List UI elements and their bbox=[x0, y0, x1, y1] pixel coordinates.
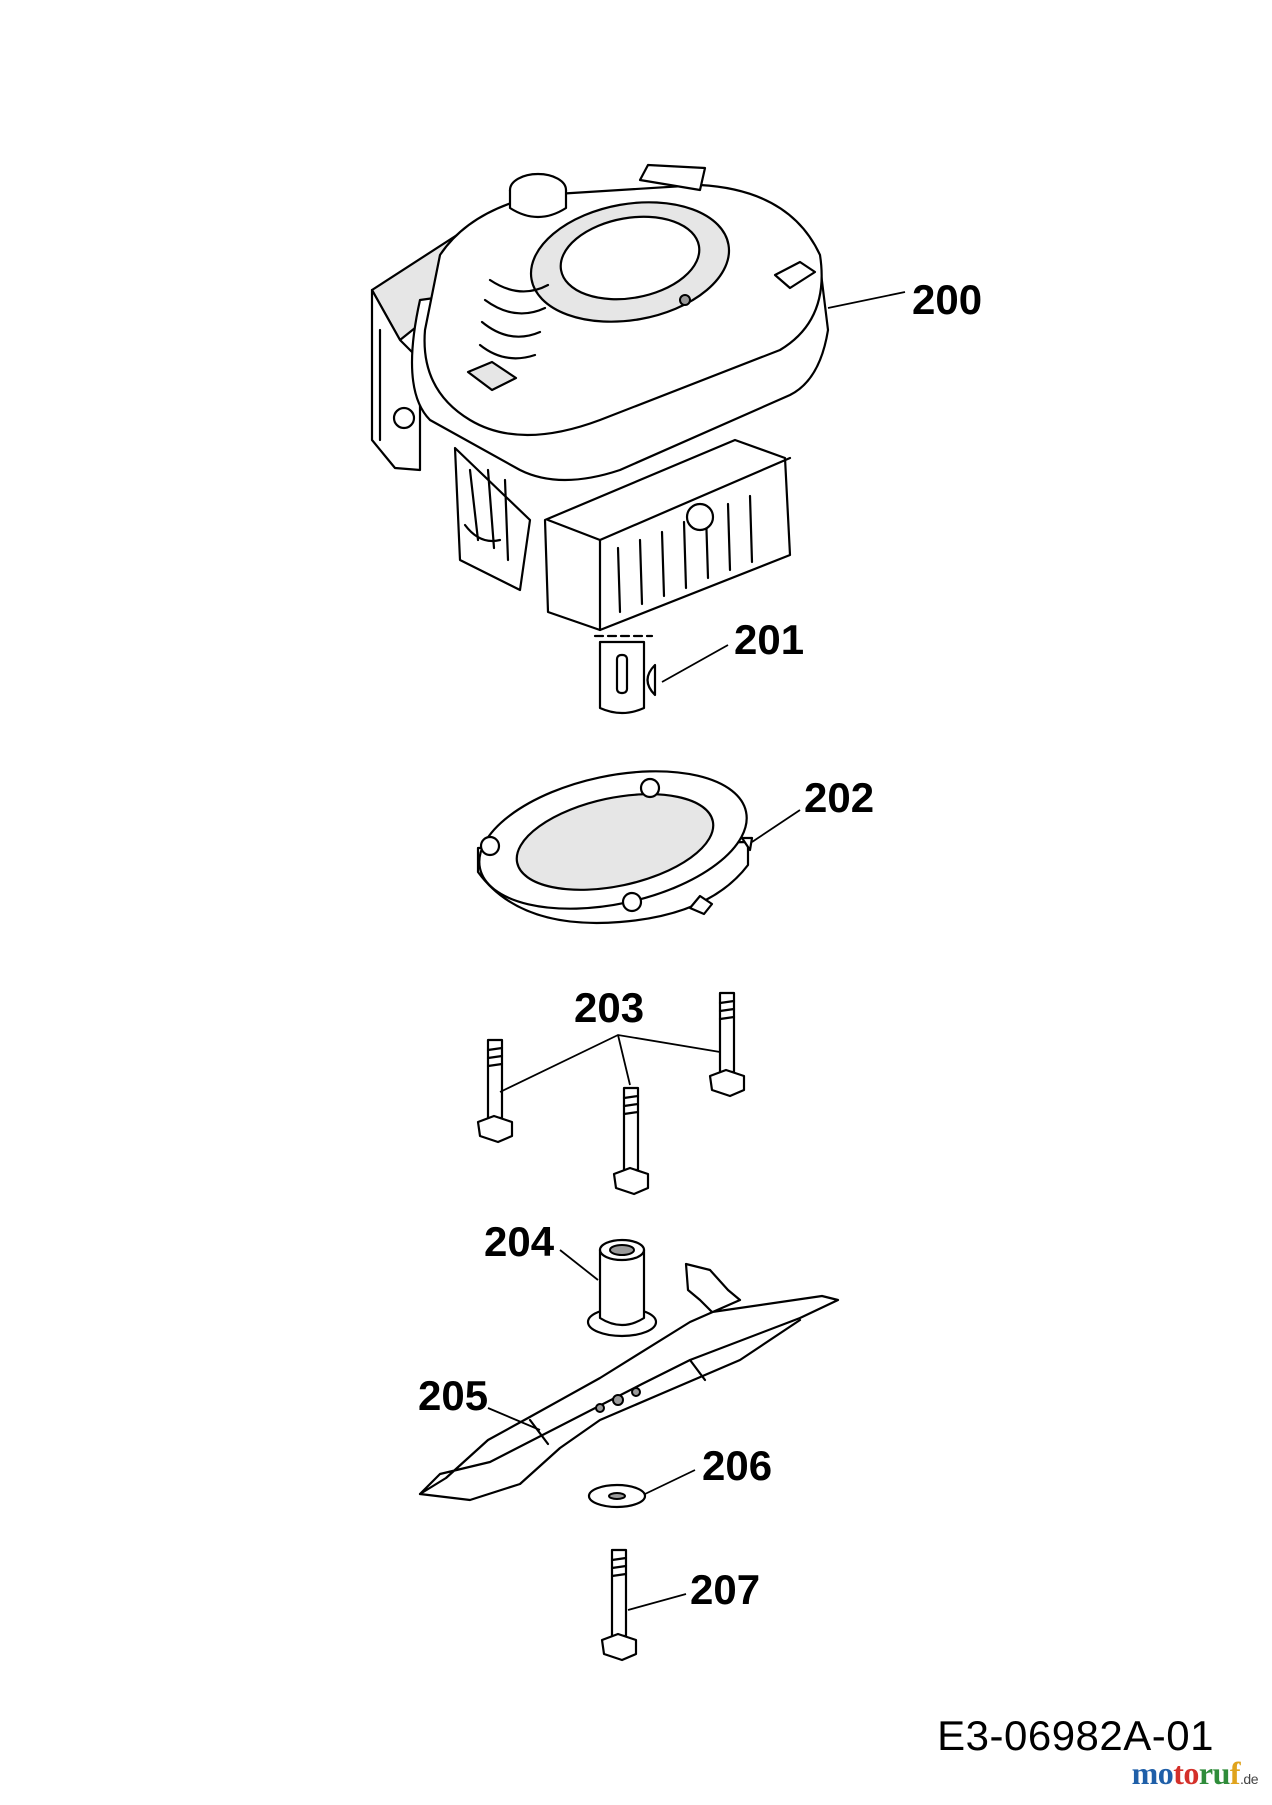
callout-203: 203 bbox=[574, 984, 644, 1031]
logo-part-4: f bbox=[1229, 1755, 1241, 1791]
callout-207: 207 bbox=[690, 1566, 760, 1613]
blade-drawing bbox=[418, 1262, 840, 1502]
callout-201: 201 bbox=[734, 616, 804, 663]
callout-205: 205 bbox=[418, 1372, 488, 1419]
adapter-ring-drawing bbox=[476, 770, 801, 924]
callout-206: 206 bbox=[702, 1442, 772, 1489]
engine-drawing bbox=[370, 163, 906, 632]
washer-drawing bbox=[587, 1469, 696, 1509]
callout-200: 200 bbox=[912, 276, 982, 323]
motoruf-logo[interactable]: motoruf.de bbox=[1131, 1755, 1259, 1792]
shaft-key-drawing bbox=[593, 634, 729, 715]
document-number: E3-06982A-01 bbox=[937, 1712, 1214, 1759]
blade-bolt-drawing bbox=[600, 1548, 687, 1662]
logo-part-3: ru bbox=[1198, 1755, 1231, 1791]
callout-204: 204 bbox=[484, 1218, 555, 1265]
logo-part-1: mo bbox=[1131, 1755, 1174, 1791]
bolts-drawing bbox=[476, 991, 746, 1196]
callout-202: 202 bbox=[804, 774, 874, 821]
logo-tld: .de bbox=[1240, 1771, 1258, 1787]
blade-hub-drawing bbox=[559, 1238, 658, 1338]
logo-part-2: to bbox=[1173, 1755, 1199, 1791]
